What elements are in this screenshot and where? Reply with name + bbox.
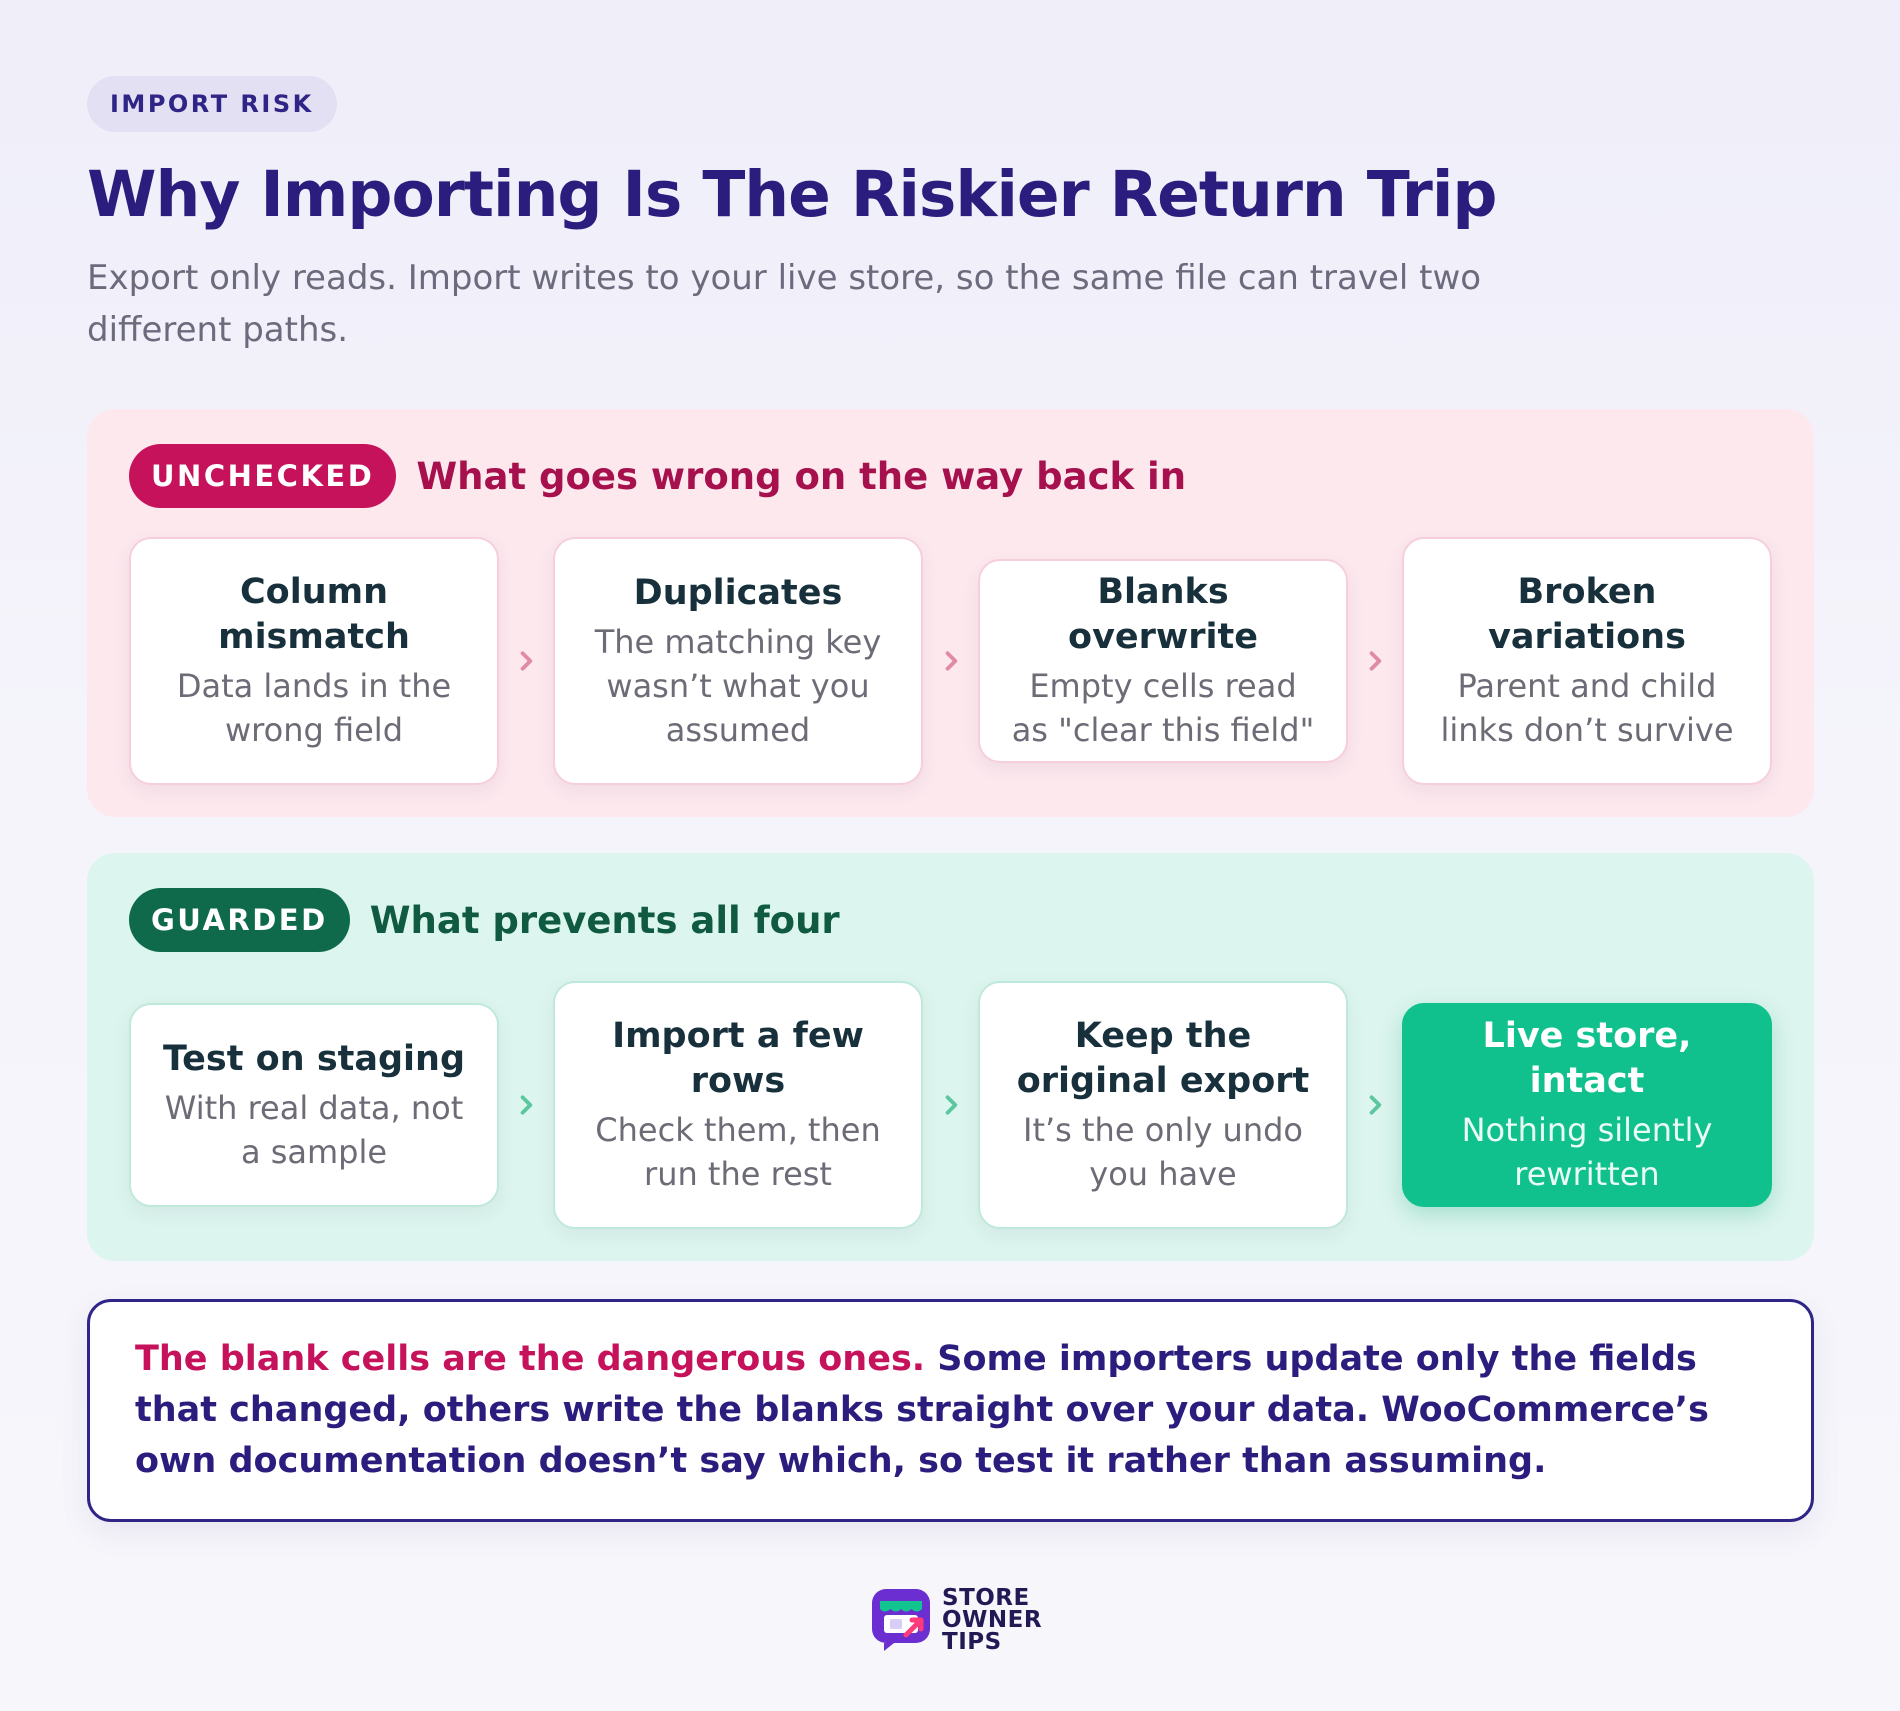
unchecked-panel: UNCHECKED What goes wrong on the way bac…	[87, 409, 1814, 817]
chevron-right-icon	[512, 646, 542, 676]
guarded-steps: Test on staging With real data, not a sa…	[129, 981, 1772, 1229]
step-desc: With real data, not a sample	[164, 1088, 464, 1171]
brand-line: TIPS	[942, 1629, 1002, 1655]
page-subtitle: Export only reads. Import writes to your…	[87, 258, 1482, 350]
brand-line: STORE	[942, 1585, 1030, 1611]
step-title: Column mismatch	[218, 572, 410, 657]
unchecked-steps: Column mismatch Data lands in the wrong …	[129, 537, 1772, 785]
chevron-right-icon	[937, 1090, 967, 1120]
step-card-live-store-intact: Live store, intact Nothing silently rewr…	[1402, 1003, 1772, 1207]
step-card-blanks-overwrite: Blanks overwrite Empty cells read as "cl…	[978, 559, 1348, 763]
step-card-keep-original-export: Keep the original export It’s the only u…	[978, 981, 1348, 1229]
brand-wordmark: STORE OWNER TIPS	[942, 1585, 1043, 1655]
chevron-right-icon	[937, 646, 967, 676]
unchecked-heading: What goes wrong on the way back in	[416, 454, 1187, 498]
chevron-right-icon	[1361, 646, 1391, 676]
step-desc: It’s the only undo you have	[1023, 1111, 1303, 1193]
step-desc: Parent and child links don’t survive	[1440, 667, 1734, 749]
callout-note: The blank cells are the dangerous ones. …	[87, 1299, 1814, 1522]
step-title: Keep the original export	[1016, 1016, 1310, 1101]
step-desc: Data lands in the wrong field	[176, 667, 452, 749]
brand-line: OWNER	[942, 1607, 1043, 1633]
step-card-test-on-staging: Test on staging With real data, not a sa…	[129, 1003, 499, 1207]
step-title: Broken variations	[1488, 572, 1686, 657]
unchecked-header: UNCHECKED What goes wrong on the way bac…	[129, 444, 1186, 508]
step-title: Live store, intact	[1482, 1016, 1692, 1101]
unchecked-pill: UNCHECKED	[129, 444, 397, 508]
store-icon	[872, 1589, 930, 1651]
step-desc: The matching key wasn’t what you assumed	[594, 622, 882, 749]
step-card-import-a-few-rows: Import a few rows Check them, then run t…	[553, 981, 923, 1229]
step-title: Import a few rows	[612, 1016, 864, 1101]
chevron-right-icon	[1361, 1090, 1391, 1120]
guarded-pill: GUARDED	[129, 888, 350, 952]
chevron-right-icon	[512, 1090, 542, 1120]
step-desc: Nothing silently rewritten	[1461, 1111, 1713, 1193]
eyebrow-badge: IMPORT RISK	[87, 76, 337, 132]
step-title: Test on staging	[162, 1038, 466, 1079]
callout-body: Some importers update only the fields th…	[135, 1339, 1709, 1481]
step-card-column-mismatch: Column mismatch Data lands in the wrong …	[129, 537, 499, 785]
callout-lead: The blank cells are the dangerous ones.	[135, 1339, 926, 1379]
guarded-panel: GUARDED What prevents all four Test on s…	[87, 853, 1814, 1261]
brand-logo: STORE OWNER TIPS	[870, 1585, 1043, 1655]
guarded-header: GUARDED What prevents all four	[129, 888, 840, 952]
step-desc: Empty cells read as "clear this field"	[1011, 667, 1315, 749]
step-desc: Check them, then run the rest	[595, 1111, 881, 1193]
callout-text: The blank cells are the dangerous ones. …	[135, 1334, 1766, 1487]
step-title: Blanks overwrite	[1068, 572, 1258, 657]
page-title: Why Importing Is The Riskier Return Trip	[87, 158, 1498, 231]
step-card-duplicates: Duplicates The matching key wasn’t what …	[553, 537, 923, 785]
step-card-broken-variations: Broken variations Parent and child links…	[1402, 537, 1772, 785]
step-title: Duplicates	[633, 572, 843, 613]
guarded-heading: What prevents all four	[369, 898, 840, 942]
